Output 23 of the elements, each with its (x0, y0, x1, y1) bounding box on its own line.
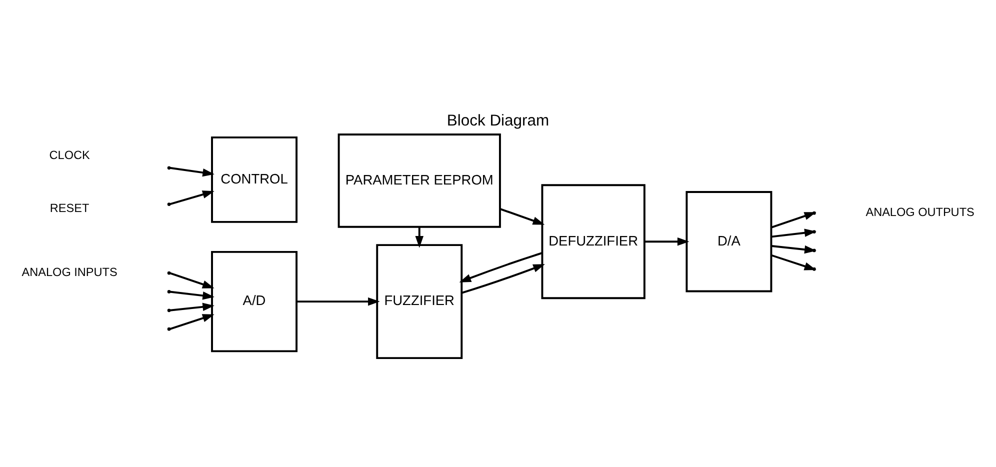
node-box: DEFUZZIFIER (541, 184, 646, 300)
arrow (170, 190, 214, 206)
node-box: A/D (211, 250, 298, 352)
label: CLOCK (49, 149, 90, 162)
arrow (296, 297, 380, 306)
node-box: PARAMETER EEPROM (338, 134, 501, 228)
arrow (170, 314, 214, 330)
diagram-title: Block Diagram (446, 112, 550, 130)
label: ANALOG INPUTS (22, 266, 118, 280)
node-box: D/A (686, 191, 772, 292)
arrow (500, 208, 545, 225)
arrow (169, 272, 214, 288)
arrow (415, 227, 424, 248)
arrow (462, 264, 545, 294)
arrow (170, 166, 214, 177)
arrow (459, 252, 543, 282)
label: ANALOG OUTPUTS (866, 206, 974, 220)
node-box: FUZZIFIER (376, 244, 463, 360)
label: RESET (50, 202, 90, 216)
node-box: CONTROL (211, 136, 298, 223)
arrow (170, 290, 214, 300)
arrow (170, 302, 214, 312)
arrow (644, 237, 690, 246)
